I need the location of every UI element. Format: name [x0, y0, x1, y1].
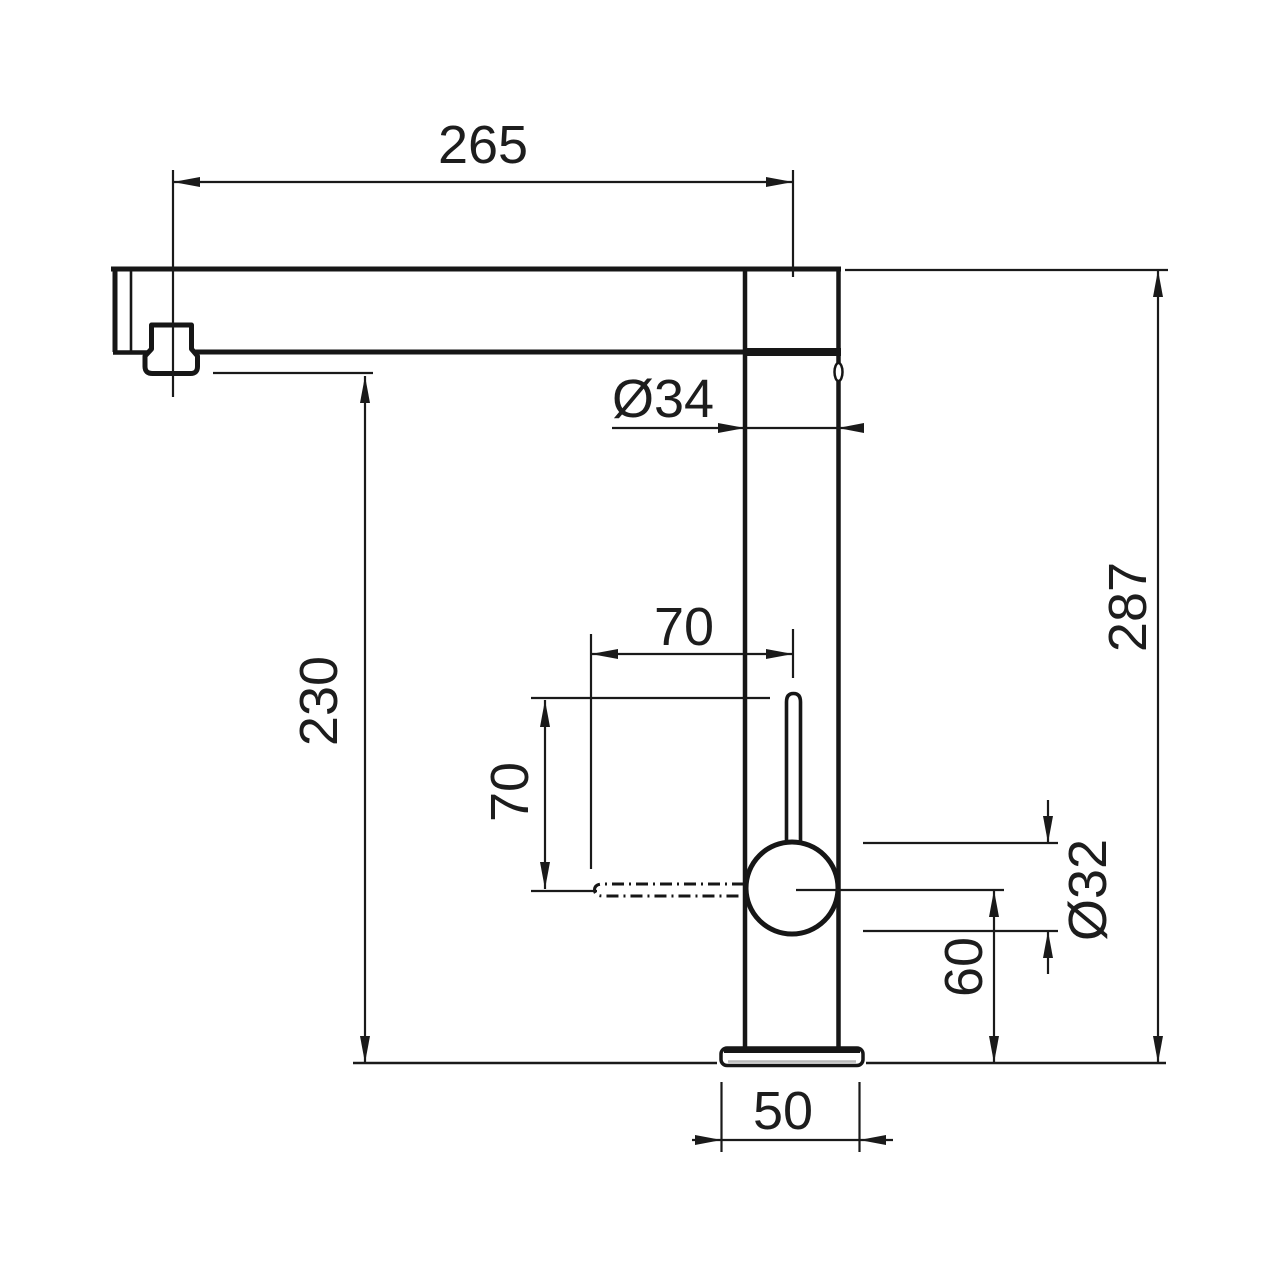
arrowhead-top: [1043, 816, 1053, 843]
dimension-base-width: 50: [692, 1081, 893, 1152]
handle-ball: [743, 839, 841, 937]
body-seam-notch: [833, 361, 844, 383]
arrowhead-left: [718, 423, 745, 433]
arrowhead-right: [766, 177, 793, 187]
arrowhead-right: [766, 649, 793, 659]
dimension-label-230: 230: [289, 656, 349, 746]
dimension-ball-axis-height: 60: [796, 888, 1004, 1063]
dimension-label-60: 60: [934, 937, 994, 997]
arrowhead-right: [859, 1135, 886, 1145]
faucet-outline: [111, 266, 1166, 1068]
arrowhead-right: [838, 423, 864, 433]
dimension-label-d34: Ø34: [612, 369, 714, 429]
dimension-spout-reach: 265: [171, 115, 795, 397]
arrowhead-bottom: [989, 1036, 999, 1063]
dimension-label-70-horizontal: 70: [654, 597, 714, 657]
dimension-label-70-vertical: 70: [480, 762, 540, 822]
dimension-lever-vertical-travel: 70: [480, 696, 770, 893]
handle-lever-rod: [784, 691, 803, 846]
aerator-nozzle: [142, 322, 200, 376]
arrowhead-top: [989, 890, 999, 917]
arrowhead-bottom: [1043, 931, 1053, 958]
dimension-overall-height: 287: [845, 268, 1168, 1063]
arrowhead-bottom: [1153, 1036, 1163, 1063]
dimension-label-50: 50: [753, 1081, 813, 1141]
dimension-lever-horizontal-offset: 70: [589, 597, 795, 869]
dimension-body-diameter: Ø34: [612, 369, 864, 433]
arrowhead-top: [540, 700, 550, 727]
arrowhead-top: [360, 376, 370, 403]
dimension-ball-diameter: Ø32: [863, 800, 1118, 974]
arrowhead-left: [695, 1135, 722, 1145]
dimension-label-287: 287: [1098, 562, 1158, 652]
lever-phantom-position: [592, 882, 744, 898]
arrowhead-left: [591, 649, 618, 659]
arrowhead-top: [1153, 270, 1163, 297]
dimension-outlet-height: 230: [213, 371, 373, 1063]
arrowhead-left: [173, 177, 200, 187]
arrowhead-bottom: [540, 862, 550, 889]
arrowhead-bottom: [360, 1036, 370, 1063]
dimension-label-265: 265: [438, 115, 528, 175]
dimension-label-d32: Ø32: [1058, 839, 1118, 941]
